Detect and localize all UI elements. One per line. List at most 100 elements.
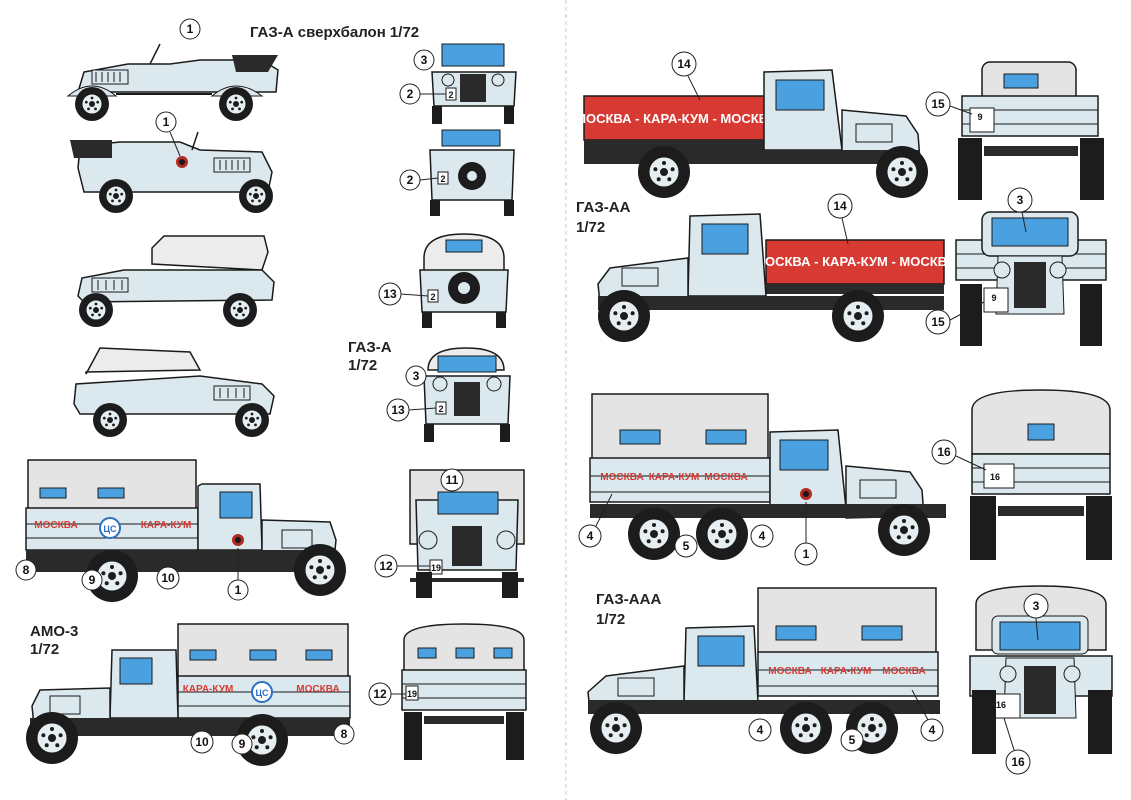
scale-gaza: 1/72: [348, 357, 377, 374]
callout-13-rear: 13: [378, 282, 429, 306]
callout-1-amo3: 1: [227, 548, 249, 601]
svg-text:4: 4: [587, 529, 594, 543]
callout-8-amo3-1: 8: [15, 559, 37, 581]
amo3-side-view-2: КАРА-КУМ МОСКВА ЦС: [25, 623, 351, 767]
gazaa-side-view-1: МОСКВА - КАРА-КУМ - МОСКВА: [575, 69, 929, 199]
svg-text:2: 2: [448, 90, 453, 100]
svg-text:2: 2: [438, 404, 443, 414]
callout-5-aaa2: 5: [840, 728, 864, 752]
svg-text:12: 12: [373, 687, 387, 701]
gazaa-rear-view: 9: [958, 61, 1104, 200]
title-gazaaa: ГАЗ-ААА: [596, 591, 661, 608]
svg-text:8: 8: [23, 563, 30, 577]
svg-text:3: 3: [421, 53, 428, 67]
svg-text:МОСКВА: МОСКВА: [882, 666, 925, 677]
svg-text:1: 1: [803, 547, 810, 561]
svg-text:4: 4: [759, 529, 766, 543]
svg-text:1: 1: [163, 115, 170, 129]
svg-text:10: 10: [195, 735, 209, 749]
svg-text:МОСКВА: МОСКВА: [34, 520, 77, 531]
svg-text:13: 13: [383, 287, 397, 301]
svg-text:3: 3: [1017, 193, 1024, 207]
callout-16-front: 16: [1003, 717, 1031, 775]
gazaaa-rear-view: 16: [970, 389, 1112, 560]
callout-4-aaa1-left: 4: [578, 493, 613, 548]
svg-text:КАРА-КУМ: КАРА-КУМ: [141, 520, 192, 531]
title-amo3: АМО-3: [30, 623, 78, 640]
title-gaza-superballoon: ГАЗ-А сверхбалон 1/72: [250, 24, 419, 41]
callout-15-mid: 15: [925, 301, 985, 335]
svg-text:2: 2: [407, 87, 414, 101]
svg-text:4: 4: [757, 723, 764, 737]
callout-10-amo3-1: 10: [156, 566, 180, 590]
svg-text:2: 2: [430, 292, 435, 302]
svg-text:16: 16: [990, 472, 1000, 482]
scale-amo3: 1/72: [30, 641, 59, 658]
gazaaa-side-view-1: МОСКВА КАРА-КУМ МОСКВА: [589, 393, 946, 561]
callout-11: 11: [440, 468, 464, 492]
callout-14-top: 14: [671, 51, 701, 101]
gazaa-side-view-2: МОСКВА - КАРА-КУМ - МОСКВА: [597, 213, 956, 343]
svg-text:4: 4: [929, 723, 936, 737]
svg-text:КАРА-КУМ: КАРА-КУМ: [183, 684, 234, 695]
svg-text:ЦС: ЦС: [103, 524, 117, 534]
svg-text:МОСКВА: МОСКВА: [600, 472, 643, 483]
callout-1-car2: 1: [155, 111, 181, 157]
svg-text:14: 14: [677, 57, 691, 71]
svg-text:МОСКВА: МОСКВА: [296, 684, 339, 695]
svg-text:МОСКВА: МОСКВА: [704, 472, 747, 483]
callout-3-gaza-front: 3: [413, 49, 435, 71]
svg-text:КАРА-КУМ: КАРА-КУМ: [649, 472, 700, 483]
svg-text:3: 3: [413, 369, 420, 383]
callout-15-top: 15: [925, 91, 973, 117]
title-gazaa: ГАЗ-АА: [576, 199, 631, 216]
callout-9-amo3-1: 9: [81, 569, 103, 591]
gazaa-front-view: 9: [955, 211, 1107, 346]
callout-2-gaza-front: 2: [399, 83, 446, 105]
gaza-side-view-1: [66, 43, 279, 122]
svg-text:15: 15: [931, 315, 945, 329]
callout-1-aaa: 1: [794, 502, 818, 566]
svg-text:2: 2: [407, 173, 414, 187]
callout-4-aaa1-right: 4: [750, 524, 774, 548]
svg-text:16: 16: [1011, 755, 1025, 769]
callout-16-rear: 16: [931, 439, 987, 471]
gaza-rear-view-2: 2: [419, 233, 509, 328]
gazaaa-front-view: 16: [969, 585, 1113, 754]
callout-9-amo3-2: 9: [231, 733, 253, 755]
svg-text:19: 19: [431, 563, 441, 573]
svg-text:3: 3: [1033, 599, 1040, 613]
svg-text:МОСКВА: МОСКВА: [768, 666, 811, 677]
svg-text:16: 16: [996, 700, 1006, 710]
callout-13-front: 13: [386, 398, 437, 422]
svg-text:КАРА-КУМ: КАРА-КУМ: [821, 666, 872, 677]
callout-4-aaa2-left: 4: [748, 718, 772, 742]
svg-text:11: 11: [446, 473, 459, 487]
gaza-rear-view-1: 2: [429, 129, 515, 216]
svg-text:10: 10: [161, 571, 175, 585]
gazaaa-side-view-2: МОСКВА КАРА-КУМ МОСКВА: [587, 587, 940, 755]
svg-text:13: 13: [391, 403, 405, 417]
gaza-front-view-1: 2: [431, 43, 517, 124]
gaza-side-view-4: [73, 347, 275, 438]
scale-gazaa: 1/72: [576, 219, 605, 236]
callout-4-aaa2-right: 4: [911, 689, 944, 742]
callout-14-mid: 14: [827, 193, 853, 245]
callout-12-front: 12: [374, 554, 430, 578]
svg-text:5: 5: [683, 539, 690, 553]
svg-text:1: 1: [187, 22, 194, 36]
svg-text:15: 15: [931, 97, 945, 111]
svg-text:ЦС: ЦС: [255, 688, 269, 698]
callout-5-aaa1: 5: [674, 534, 698, 558]
svg-text:12: 12: [379, 559, 393, 573]
callout-8-amo3-2: 8: [333, 723, 355, 745]
svg-text:9: 9: [977, 112, 982, 122]
svg-text:5: 5: [849, 733, 856, 747]
gaza-side-view-3: [77, 235, 275, 328]
svg-text:9: 9: [991, 293, 996, 303]
callout-3-gazaa-front: 3: [1007, 187, 1033, 233]
svg-text:9: 9: [89, 573, 96, 587]
svg-text:9: 9: [239, 737, 246, 751]
